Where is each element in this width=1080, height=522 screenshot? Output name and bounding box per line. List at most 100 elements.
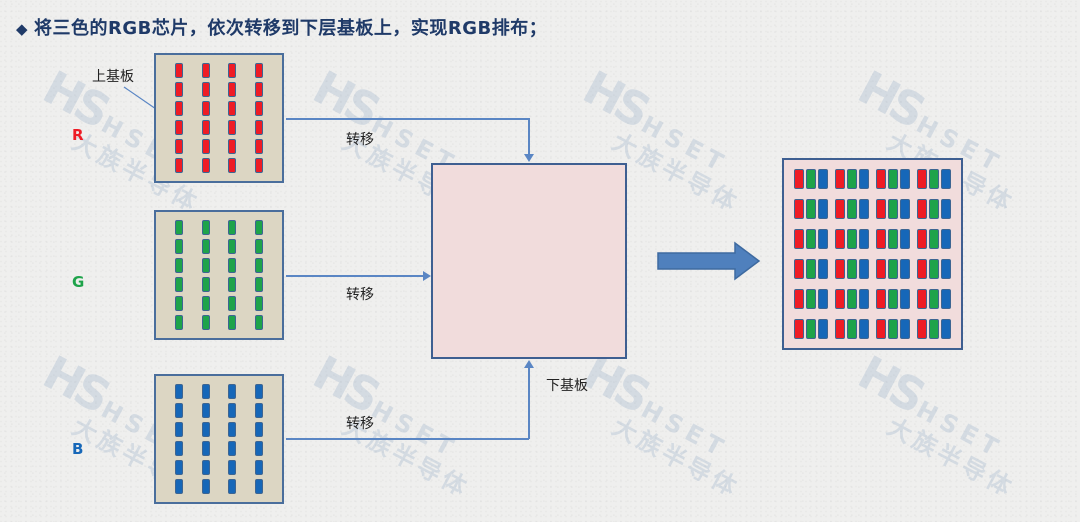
led-chip-r: [175, 139, 184, 154]
watermark-logo-icon: HS: [304, 345, 387, 423]
rgb-pixel: [917, 319, 952, 339]
watermark-logo-icon: HS: [849, 345, 932, 423]
led-chip-r: [876, 199, 887, 219]
led-chip-g: [201, 296, 210, 311]
rgb-pixel: [793, 199, 828, 219]
led-chip-r: [876, 229, 887, 249]
led-chip-b: [228, 403, 237, 418]
led-chip-r: [175, 82, 184, 97]
transfer-label-g: 转移: [346, 287, 374, 303]
led-chip-b: [228, 422, 237, 437]
led-chip-g: [175, 220, 184, 235]
rgb-pixel: [876, 199, 911, 219]
rgb-pixel: [917, 229, 952, 249]
led-chip-r: [793, 169, 804, 189]
led-chip-r: [876, 169, 887, 189]
led-chip-r: [201, 101, 210, 116]
led-chip-g: [201, 315, 210, 330]
led-chip-r: [175, 158, 184, 173]
led-chip-g: [805, 229, 816, 249]
led-chip-b: [858, 289, 869, 309]
led-chip-b: [900, 289, 911, 309]
led-chip-b: [941, 289, 952, 309]
rgb-pixel: [876, 229, 911, 249]
slide-title: ◆将三色的RGB芯片，依次转移到下层基板上，实现RGB排布；: [16, 14, 547, 40]
transfer-label-b: 转移: [346, 416, 374, 432]
led-chip-g: [228, 296, 237, 311]
led-chip-b: [175, 479, 184, 494]
led-chip-r: [228, 139, 237, 154]
led-chip-g: [254, 277, 263, 292]
led-chip-r: [834, 289, 845, 309]
led-chip-b: [201, 403, 210, 418]
led-chip-g: [929, 169, 940, 189]
led-chip-g: [929, 289, 940, 309]
transfer-connector-g: [286, 275, 424, 277]
rgb-pixel: [917, 289, 952, 309]
led-chip-b: [817, 199, 828, 219]
rgb-pixel: [876, 169, 911, 189]
led-chip-b: [228, 479, 237, 494]
lower-substrate-label: 下基板: [546, 378, 588, 394]
led-chip-g: [888, 259, 899, 279]
led-chip-r: [917, 169, 928, 189]
label-b: B: [72, 440, 84, 458]
led-chip-r: [175, 101, 184, 116]
led-chip-g: [805, 169, 816, 189]
led-chip-b: [175, 422, 184, 437]
rgb-pixel: [834, 199, 869, 219]
transfer-label-r: 转移: [346, 132, 374, 148]
led-chip-g: [888, 199, 899, 219]
led-chip-r: [876, 319, 887, 339]
led-chip-r: [254, 101, 263, 116]
led-chip-g: [228, 220, 237, 235]
led-chip-b: [941, 319, 952, 339]
led-chip-b: [858, 169, 869, 189]
led-chip-r: [917, 319, 928, 339]
led-chip-r: [834, 199, 845, 219]
result-arrow-icon: [657, 241, 761, 281]
led-chip-b: [175, 460, 184, 475]
led-chip-g: [175, 315, 184, 330]
led-chip-b: [175, 403, 184, 418]
led-chip-b: [858, 229, 869, 249]
led-chip-g: [201, 239, 210, 254]
led-chip-g: [228, 315, 237, 330]
led-chip-r: [175, 63, 184, 78]
led-chip-r: [834, 259, 845, 279]
led-chip-b: [900, 259, 911, 279]
transfer-connector-b: [528, 367, 530, 439]
led-chip-g: [228, 239, 237, 254]
led-chip-g: [929, 229, 940, 249]
rgb-array-result: [782, 158, 963, 350]
led-chip-r: [834, 169, 845, 189]
transfer-connector-r: [528, 118, 530, 155]
led-chip-g: [888, 319, 899, 339]
led-chip-r: [917, 259, 928, 279]
led-chip-g: [175, 296, 184, 311]
rgb-pixel: [876, 289, 911, 309]
arrow-right-icon: [423, 271, 431, 281]
led-chip-b: [175, 384, 184, 399]
led-chip-r: [228, 101, 237, 116]
led-chip-g: [805, 199, 816, 219]
led-chip-b: [900, 199, 911, 219]
led-chip-g: [228, 277, 237, 292]
led-chip-r: [793, 319, 804, 339]
rgb-pixel: [834, 169, 869, 189]
upper-substrate-red: [154, 53, 284, 183]
led-chip-b: [941, 259, 952, 279]
led-chip-g: [805, 289, 816, 309]
watermark-logo-icon: HS: [34, 345, 117, 423]
led-chip-g: [888, 289, 899, 309]
led-chip-r: [917, 289, 928, 309]
lower-substrate: [431, 163, 627, 359]
led-chip-b: [228, 441, 237, 456]
led-chip-g: [254, 258, 263, 273]
led-chip-r: [201, 158, 210, 173]
rgb-pixel: [834, 229, 869, 249]
led-chip-b: [254, 441, 263, 456]
led-chip-b: [254, 384, 263, 399]
led-chip-b: [175, 441, 184, 456]
led-chip-r: [793, 229, 804, 249]
